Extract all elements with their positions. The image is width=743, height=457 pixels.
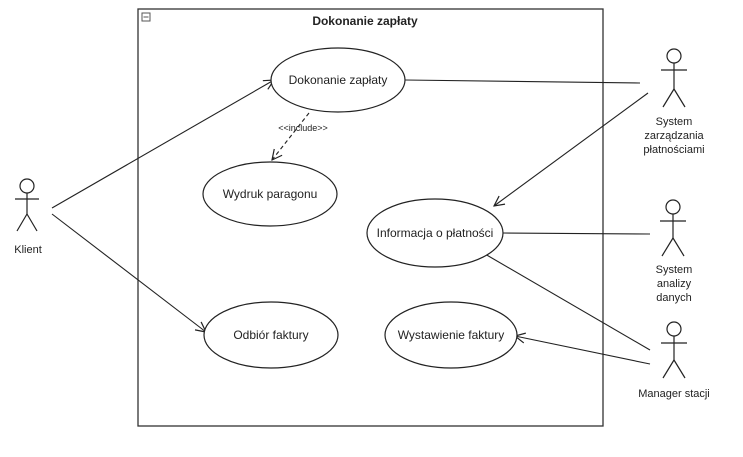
association-dokonanie-system bbox=[404, 79, 641, 84]
actor-label: System bbox=[656, 116, 693, 128]
use-case-label: Wydruk paragonu bbox=[223, 187, 318, 201]
actor-manager-stacji[interactable]: Manager stacji bbox=[638, 321, 710, 400]
stick-figure-icon bbox=[661, 321, 687, 379]
actor-label: Manager stacji bbox=[638, 388, 710, 400]
use-case-wystawienie-faktury[interactable]: Wystawienie faktury bbox=[384, 301, 518, 369]
association-klient-dokonanie bbox=[51, 80, 274, 209]
stick-figure-icon bbox=[660, 199, 686, 257]
use-case-label: Informacja o płatności bbox=[377, 226, 494, 240]
collapse-icon[interactable] bbox=[141, 12, 151, 22]
association-klient-odbior bbox=[51, 213, 206, 332]
stick-figure-icon bbox=[661, 48, 687, 108]
use-case-wydruk-paragonu[interactable]: Wydruk paragonu bbox=[202, 161, 338, 227]
use-case-odbior-faktury[interactable]: Odbiór faktury bbox=[203, 301, 339, 369]
use-case-dokonanie-zaplaty[interactable]: Dokonanie zapłaty bbox=[270, 47, 406, 113]
system-boundary bbox=[137, 8, 604, 427]
diagram-title: Dokonanie zapłaty bbox=[312, 14, 418, 28]
use-case-label: Wystawienie faktury bbox=[398, 328, 505, 342]
stick-figure-icon bbox=[15, 178, 39, 232]
association-manager-wystawienie bbox=[515, 336, 651, 365]
actor-label: System bbox=[656, 264, 693, 276]
actor-system-analizy-danych[interactable]: System analizy danych bbox=[656, 199, 693, 304]
actor-label: Klient bbox=[14, 244, 42, 256]
use-case-label: Dokonanie zapłaty bbox=[289, 73, 388, 87]
include-dependency bbox=[272, 112, 310, 160]
actor-label: danych bbox=[656, 292, 691, 304]
include-stereotype: <<include>> bbox=[278, 123, 328, 133]
actor-klient[interactable]: Klient bbox=[14, 178, 42, 256]
actor-label: zarządzania bbox=[644, 130, 704, 142]
association-informacja-manager bbox=[484, 253, 651, 351]
association-informacja-analiza bbox=[502, 232, 651, 235]
association-system-informacja bbox=[494, 92, 649, 206]
relations bbox=[51, 79, 651, 365]
actor-system-zarzadzania-platnosciami[interactable]: System zarządzania płatnościami bbox=[643, 48, 705, 156]
use-case-informacja-o-platnosci[interactable]: Informacja o płatności bbox=[366, 198, 504, 268]
actor-label: analizy bbox=[657, 278, 692, 290]
use-case-label: Odbiór faktury bbox=[233, 328, 308, 342]
actor-label: płatnościami bbox=[643, 144, 704, 156]
